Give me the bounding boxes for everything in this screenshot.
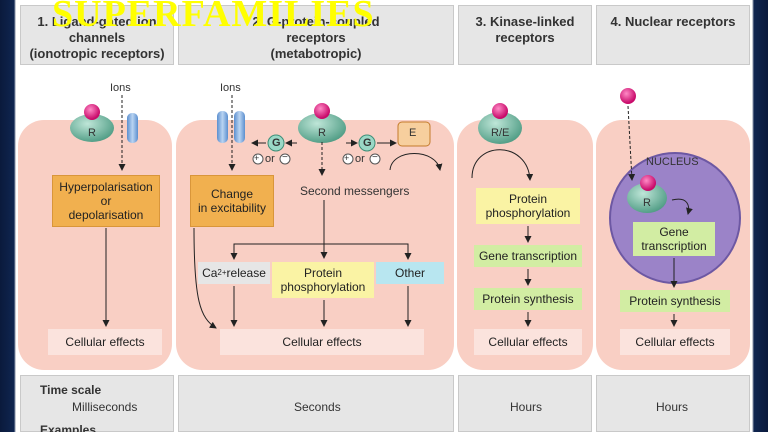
ca-suffix: release [226,266,266,280]
ligand-2 [314,103,330,119]
g-protein-left [267,134,285,152]
hyperpolarisation-box: Hyperpolarisation or depolarisation [52,175,160,227]
protein-phosphorylation-gpcr: Protein phosphorylation [272,262,374,298]
header-nuclear: 4. Nuclear receptors [596,5,750,65]
protein-synthesis-nuclear: Protein synthesis [620,290,730,312]
ligand-4-bound [640,175,656,191]
minus-left: − [282,152,288,163]
minus-right: − [372,152,378,163]
receptor-label-3: R/E [491,127,510,139]
slide-title: SUPERFAMILIES [52,0,375,35]
ligand-1 [84,104,100,120]
gene-transcription-kinase: Gene transcription [474,245,582,267]
examples-label: Examples [40,423,97,432]
plus-right: + [344,153,350,163]
e-label: E [409,127,417,139]
g-protein-right [358,134,376,152]
effector-e [397,121,431,147]
header-ligand-gated: 1. Ligand-gated ion channels (ionotropic… [20,5,174,65]
change-excitability-box: Change in excitability [190,175,274,227]
second-messengers-label: Second messengers [300,184,410,198]
table-col-3 [458,375,592,432]
ions-label-2: Ions [220,82,241,94]
timescale-4: Hours [656,400,689,414]
kinase-loop [471,149,534,181]
cell-ligand-gated [18,120,172,370]
receptor-3 [478,112,522,144]
or-right: or [355,153,365,165]
protein-phosphorylation-kinase: Protein phosphorylation [476,188,580,224]
ligand-4 [620,88,636,104]
gene-transcription-nuclear: Gene transcription [633,222,715,256]
receptor-2 [298,113,346,143]
ions-label-1: Ions [110,82,131,94]
timescale-3: Hours [510,400,543,414]
ligand-3 [492,103,508,119]
other-box: Other [376,262,444,284]
header-kinase-linked: 3. Kinase-linked receptors [458,5,592,65]
g-label-left: G [272,137,281,149]
table-col-4 [596,375,750,432]
ion-channel-1 [127,113,138,143]
or-left: or [265,153,275,165]
receptor-1 [70,114,114,142]
nucleus-label: NUCLEUS [646,156,699,168]
ion-channel-2a [217,111,228,143]
receptor-4 [627,183,667,213]
receptor-label-4: R [643,197,651,209]
cellular-effects-2: Cellular effects [220,329,424,355]
ca-superscript: 2+ [217,268,227,277]
plus-left: + [254,153,260,163]
ca-prefix: Ca [202,266,218,280]
effector-loop [389,153,443,171]
header-gpcr: 2. G-protein-coupled receptors (metabotr… [178,5,454,65]
g-label-right: G [363,137,372,149]
cellular-effects-4: Cellular effects [620,329,730,355]
cellular-effects-1: Cellular effects [48,329,162,355]
timescale-2: Seconds [294,400,341,414]
receptor-label-1: R [88,127,96,139]
cellular-effects-3: Cellular effects [474,329,582,355]
receptor-label-2: R [318,127,326,139]
timescale-1: Milliseconds [72,400,138,414]
timescale-label: Time scale [40,383,102,397]
protein-synthesis-kinase: Protein synthesis [474,288,582,310]
ion-channel-2b [234,111,245,143]
table-col-1 [20,375,174,432]
